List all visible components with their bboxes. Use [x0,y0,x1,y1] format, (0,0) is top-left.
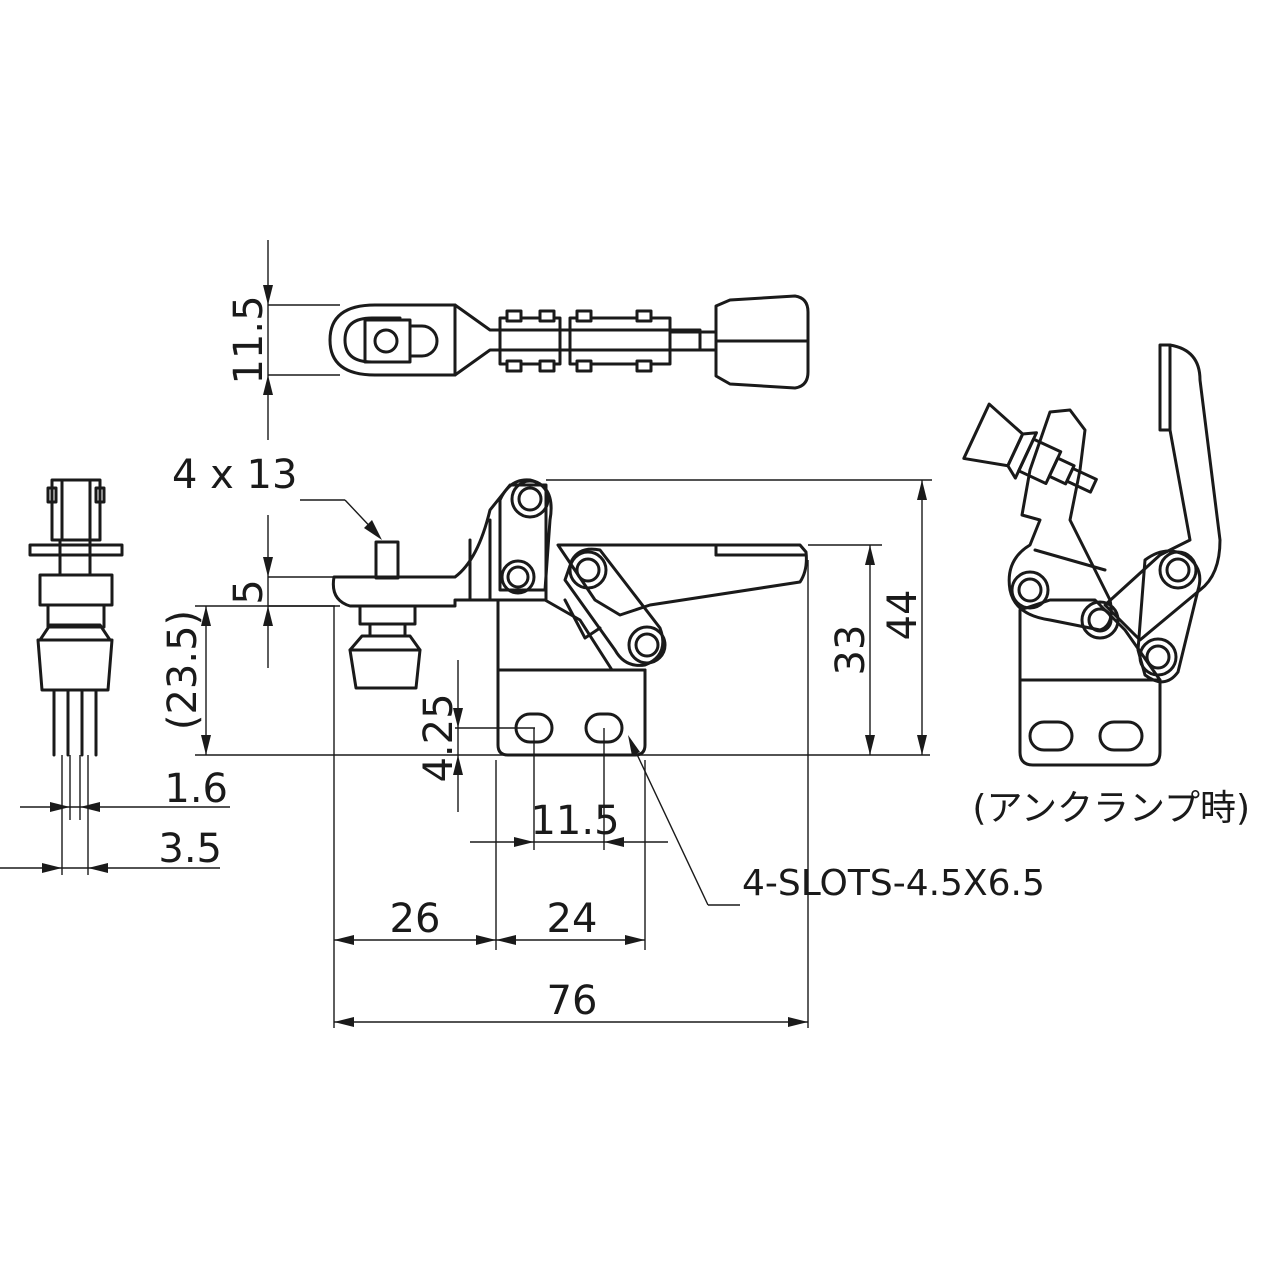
leader-pin: 4 x 13 [172,452,382,540]
dim-label-76: 76 [547,978,598,1024]
dim-4-25: 4.25 [416,660,535,812]
dim-label-1-6: 1.6 [164,766,228,812]
top-view [328,294,810,390]
left-end-view [28,478,124,757]
dim-label-slot-pitch: 11.5 [530,798,619,844]
dim-label-top-width: 11.5 [226,295,272,384]
dim-label-24: 24 [547,896,598,942]
dim-label-26: 26 [390,896,441,942]
dim-vertical-right: 33 44 [546,479,932,755]
leader-slots: 4-SLOTS-4.5X6.5 [628,735,1045,906]
dim-label-33: 33 [828,625,874,676]
side-view [331,478,808,757]
dim-label-23-5: (23.5) [160,610,206,730]
note-slots: 4-SLOTS-4.5X6.5 [742,863,1045,904]
dim-left-widths: 1.6 3.5 [0,755,230,875]
dim-label-3-5: 3.5 [158,826,222,872]
dim-label-44: 44 [880,590,926,641]
dim-23-5: (23.5) [160,605,930,756]
dim-slot-pitch: 11.5 [470,728,668,850]
unclamped-view: (アンクランプ時) [962,343,1250,829]
dim-label-pin: 4 x 13 [172,452,297,498]
note-unclamp: (アンクランプ時) [972,788,1250,829]
dim-label-5: 5 [226,579,272,604]
dim-top-11-5: 11.5 [226,240,340,440]
dim-horizontal: 26 24 76 [333,560,809,1028]
dim-label-4-25: 4.25 [416,693,462,782]
dim-5: 5 [226,515,340,668]
